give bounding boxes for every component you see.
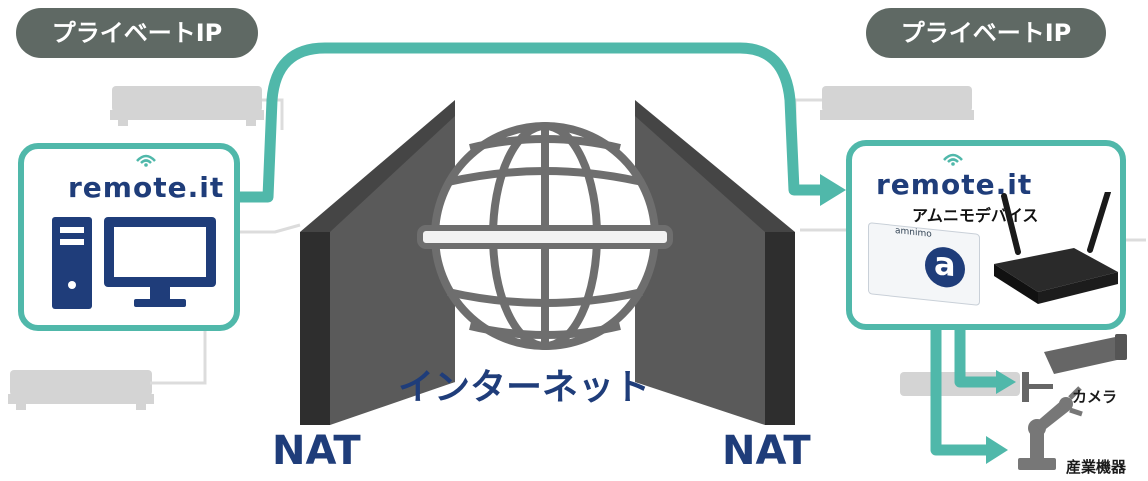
industrial-equipment-label: 産業機器 (1066, 458, 1127, 476)
signal-waves-right-icon (675, 202, 699, 272)
nat-wall-left (300, 100, 455, 425)
private-ip-label-left: プライベートIP (16, 8, 258, 58)
device-letter: a (934, 244, 956, 285)
amnimo-device-image: amnimo a (868, 222, 980, 306)
ghost-router-icon (110, 86, 264, 126)
wifi-icon (136, 154, 156, 167)
connection-lines (234, 42, 1006, 456)
amnimo-brand: amnimo (895, 225, 932, 240)
wifi-icon (943, 153, 963, 166)
security-camera-icon (1022, 334, 1127, 402)
router-icon (994, 192, 1118, 304)
background-devices (8, 86, 1020, 410)
globe-band (417, 225, 673, 249)
signal-waves-left-icon (391, 202, 415, 272)
ghost-router-icon (8, 370, 154, 410)
camera-label: カメラ (1072, 388, 1118, 406)
nat-label-right: NAT (722, 428, 811, 474)
desktop-pc-icon (52, 217, 216, 309)
remoteit-logo: remote.it (68, 171, 225, 204)
ghost-router-icon (820, 86, 974, 120)
internet-label: インターネット (398, 367, 651, 408)
nat-wall-right (635, 100, 795, 425)
amunimo-device-card: remote.it アムニモデバイス amnimo a (846, 140, 1126, 330)
pc-card: remote.it (18, 143, 240, 331)
device-emblem: a (925, 244, 965, 290)
nat-label-left: NAT (272, 428, 361, 474)
private-ip-label-right: プライベートIP (866, 8, 1106, 58)
robot-arm-icon (1018, 386, 1083, 470)
arrowheads (820, 174, 1016, 464)
